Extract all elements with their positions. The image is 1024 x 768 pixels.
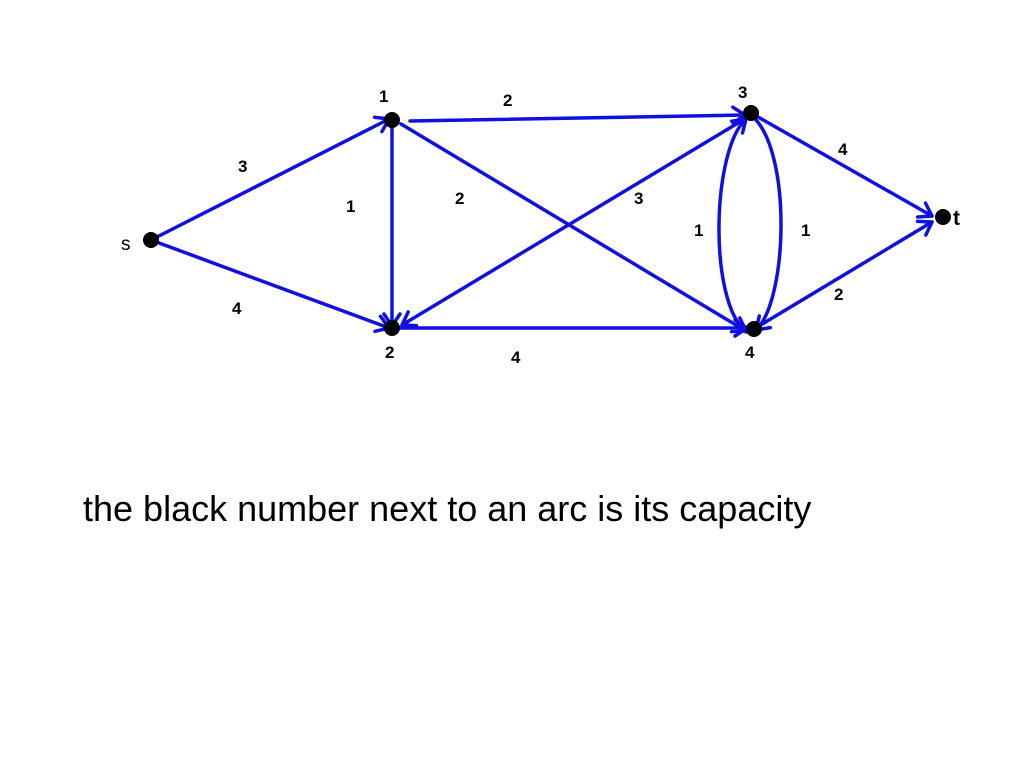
capacity-4-t: 2	[834, 285, 843, 304]
capacity-2-4: 4	[511, 348, 521, 367]
capacity-1-3: 2	[503, 91, 512, 110]
node-label-1: 1	[379, 87, 388, 106]
node-label-s: s	[121, 234, 131, 255]
capacity-1-4: 2	[455, 189, 464, 208]
arc-3-4	[750, 114, 783, 332]
arc-s-2	[149, 238, 391, 334]
node-4	[746, 321, 762, 337]
node-t	[935, 209, 951, 225]
capacity-4-3: 1	[694, 221, 703, 240]
arc-4-3	[717, 117, 748, 334]
arc-4-t	[752, 219, 934, 331]
node-label-2: 2	[385, 343, 394, 362]
node-labels: s 1 2 3 4 t	[121, 83, 960, 362]
arc-3-t	[749, 111, 934, 219]
nodes-layer	[143, 105, 951, 337]
node-label-4: 4	[745, 343, 755, 362]
capacity-labels: 3 4 1 2 2 3 4 1 1 4 2	[232, 91, 848, 367]
capacity-3-2: 3	[634, 189, 643, 208]
capacity-3-t: 4	[838, 140, 848, 159]
node-s	[143, 232, 159, 248]
arc-1-3	[408, 105, 747, 125]
node-1	[384, 112, 400, 128]
node-label-3: 3	[738, 83, 747, 102]
node-3	[743, 105, 759, 121]
arcs-layer	[149, 105, 934, 338]
node-label-t: t	[953, 207, 960, 230]
capacity-1-2: 1	[346, 197, 355, 216]
arc-s-1	[149, 115, 391, 242]
capacity-s-2: 4	[232, 299, 242, 318]
arc-3-2	[400, 115, 750, 328]
capacity-3-4: 1	[801, 221, 810, 240]
arc-1-4	[399, 122, 748, 334]
capacity-s-1: 3	[238, 157, 247, 176]
caption-text: the black number next to an arc is its c…	[83, 488, 812, 529]
node-2	[384, 320, 400, 336]
